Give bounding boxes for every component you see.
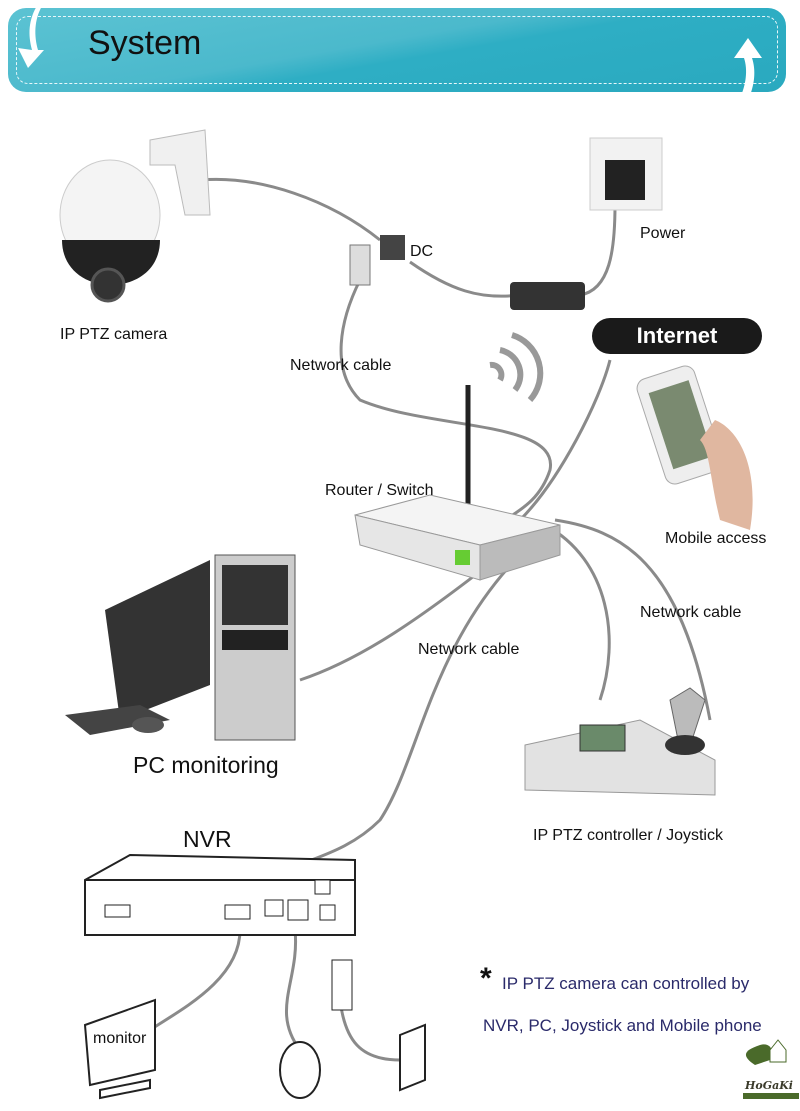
note-line-2: NVR, PC, Joystick and Mobile phone bbox=[483, 1016, 762, 1035]
joystick-controller-image bbox=[524, 687, 716, 796]
svg-text:HoGaKi: HoGaKi bbox=[744, 1079, 793, 1092]
pc-image bbox=[65, 554, 296, 741]
monitor-image bbox=[83, 998, 156, 1100]
label-pc-monitoring: PC monitoring bbox=[133, 752, 279, 778]
label-router-switch: Router / Switch bbox=[325, 482, 434, 499]
ip-ptz-camera-image bbox=[59, 129, 211, 303]
nvr-image bbox=[84, 853, 356, 1011]
label-monitor: monitor bbox=[93, 1030, 147, 1047]
note-asterisk: * bbox=[480, 962, 492, 995]
note-line-1: IP PTZ camera can controlled by bbox=[502, 974, 750, 993]
camera-cable bbox=[199, 177, 381, 242]
label-network-cable-joystick: Network cable bbox=[640, 604, 742, 621]
mouse-image bbox=[279, 1041, 321, 1099]
hogaki-logo: HoGaKi bbox=[743, 1039, 799, 1099]
router-image bbox=[354, 385, 561, 581]
power-outlet-image bbox=[589, 137, 663, 211]
page-title: System bbox=[88, 24, 202, 62]
label-mobile-access: Mobile access bbox=[665, 530, 767, 547]
header-banner bbox=[8, 8, 786, 92]
label-nvr: NVR bbox=[183, 826, 232, 852]
wifi-icon bbox=[489, 332, 544, 403]
mobile-phone-image bbox=[636, 365, 753, 530]
label-network-cable-camera: Network cable bbox=[290, 357, 392, 374]
label-dc: DC bbox=[410, 243, 434, 260]
label-joystick: IP PTZ controller / Joystick bbox=[533, 827, 723, 844]
label-network-cable-pc: Network cable bbox=[418, 641, 520, 658]
up-arrow-icon bbox=[734, 38, 762, 100]
label-ip-ptz-camera: IP PTZ camera bbox=[60, 326, 168, 343]
wall-outlet-image bbox=[399, 1023, 426, 1092]
down-arrow-icon bbox=[18, 4, 44, 68]
internet-bubble: Internet bbox=[592, 318, 762, 354]
label-power: Power bbox=[640, 225, 686, 242]
